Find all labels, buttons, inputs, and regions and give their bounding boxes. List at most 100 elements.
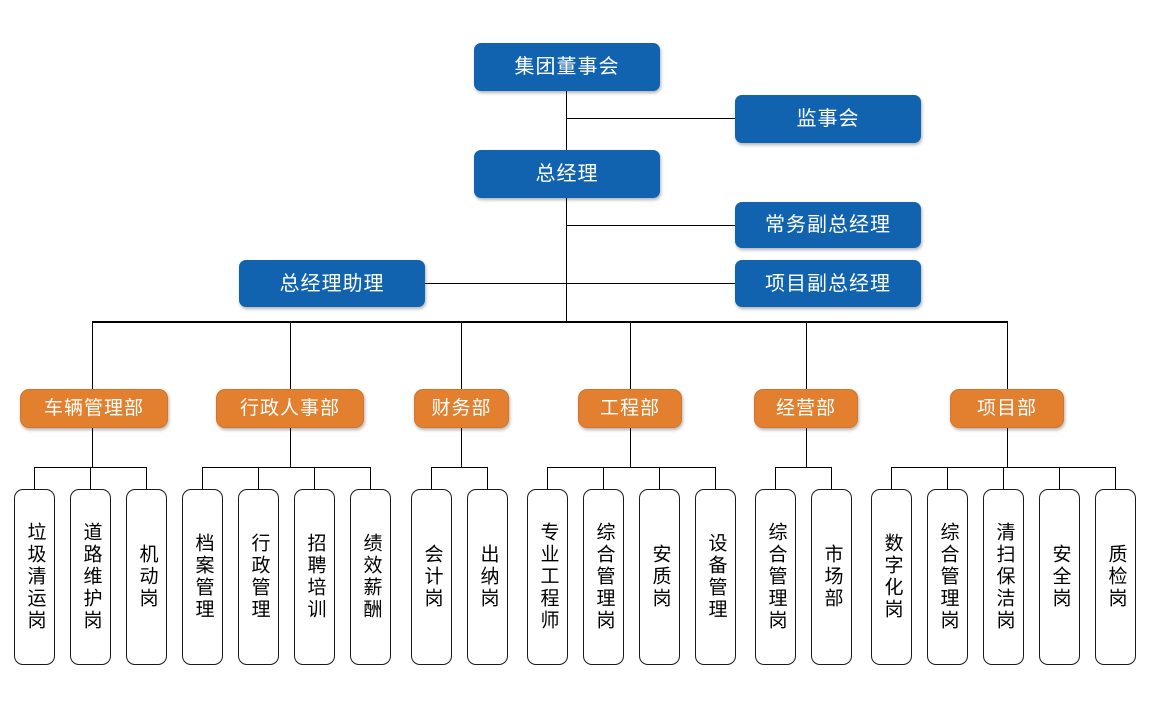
node-department-project[interactable]: 项目部 — [950, 389, 1064, 428]
node-position-safety-quality-post[interactable]: 安质岗 — [639, 489, 680, 665]
node-board[interactable]: 集团董事会 — [474, 43, 660, 91]
node-position-cleaning-sanitation-post[interactable]: 清扫保洁岗 — [983, 489, 1024, 665]
department-label: 工程部 — [599, 398, 660, 419]
subbus-finance — [431, 467, 488, 468]
leafdrop-cashier-post — [487, 467, 488, 489]
connector-to-gm-assistant — [425, 283, 566, 284]
position-label: 质检岗 — [1105, 544, 1127, 610]
node-position-digitalization-post[interactable]: 数字化岗 — [871, 489, 912, 665]
node-position-equipment-management[interactable]: 设备管理 — [695, 489, 736, 665]
leafdrop-marketing-department — [831, 467, 832, 489]
leafdrop-digitalization-post — [891, 467, 892, 489]
connector-to-project-vice-gm — [566, 283, 735, 284]
position-label: 专业工程师 — [537, 522, 559, 632]
drop-finance — [461, 321, 462, 389]
node-position-performance-compensation[interactable]: 绩效薪酬 — [350, 489, 391, 665]
node-position-comprehensive-management-post-proj[interactable]: 综合管理岗 — [927, 489, 968, 665]
node-department-admin-hr[interactable]: 行政人事部 — [216, 389, 364, 428]
drop-project — [1007, 321, 1008, 389]
drop-vehicle-management — [92, 321, 93, 389]
node-project-vice-gm-label: 项目副总经理 — [765, 272, 891, 295]
stem-operations — [806, 428, 807, 467]
position-label: 综合管理岗 — [937, 522, 959, 632]
node-supervisory-board-label: 监事会 — [796, 108, 860, 130]
node-department-vehicle-management[interactable]: 车辆管理部 — [20, 389, 168, 428]
node-position-administrative-management[interactable]: 行政管理 — [238, 489, 279, 665]
node-position-records-management[interactable]: 档案管理 — [182, 489, 223, 665]
position-label: 行政管理 — [248, 533, 270, 621]
department-label: 项目部 — [976, 398, 1037, 419]
position-label: 综合管理岗 — [593, 522, 615, 632]
node-position-accounting-post[interactable]: 会计岗 — [411, 489, 452, 665]
node-supervisory-board[interactable]: 监事会 — [735, 95, 921, 143]
department-label: 行政人事部 — [239, 398, 340, 419]
node-executive-vice-gm[interactable]: 常务副总经理 — [735, 202, 921, 248]
leafdrop-mobile-post — [146, 467, 147, 489]
department-label: 车辆管理部 — [43, 398, 144, 419]
node-executive-vice-gm-label: 常务副总经理 — [765, 214, 891, 236]
leafdrop-professional-engineer — [547, 467, 548, 489]
drop-operations — [806, 321, 807, 389]
node-position-safety-post[interactable]: 安全岗 — [1039, 489, 1080, 665]
leafdrop-safety-quality-post — [659, 467, 660, 489]
stem-engineering — [630, 428, 631, 467]
leafdrop-road-maintenance-post — [90, 467, 91, 489]
leafdrop-administrative-management — [258, 467, 259, 489]
node-general-manager-label: 总经理 — [535, 163, 599, 185]
leafdrop-recruitment-training — [314, 467, 315, 489]
position-label: 绩效薪酬 — [360, 533, 382, 621]
position-label: 安质岗 — [649, 544, 671, 610]
connector-to-supervisory-board — [566, 118, 735, 119]
node-position-comprehensive-management-post-eng[interactable]: 综合管理岗 — [583, 489, 624, 665]
node-department-operations[interactable]: 经营部 — [754, 389, 858, 428]
position-label: 设备管理 — [705, 533, 727, 621]
node-position-cashier-post[interactable]: 出纳岗 — [467, 489, 508, 665]
position-label: 综合管理岗 — [765, 522, 787, 632]
drop-engineering — [630, 321, 631, 389]
subbus-engineering — [547, 467, 716, 468]
connector-gm-down — [566, 198, 567, 322]
node-position-marketing-department[interactable]: 市场部 — [811, 489, 852, 665]
leafdrop-garbage-transport-post — [34, 467, 35, 489]
node-position-quality-inspection-post[interactable]: 质检岗 — [1095, 489, 1136, 665]
leafdrop-comprehensive-management-post-ops — [775, 467, 776, 489]
position-label: 会计岗 — [421, 544, 443, 610]
position-label: 数字化岗 — [881, 533, 903, 621]
department-label: 经营部 — [775, 398, 836, 419]
node-position-recruitment-training[interactable]: 招聘培训 — [294, 489, 335, 665]
node-board-label: 集团董事会 — [514, 56, 620, 78]
leafdrop-equipment-management — [715, 467, 716, 489]
node-general-manager[interactable]: 总经理 — [474, 150, 660, 198]
position-label: 安全岗 — [1049, 544, 1071, 610]
subbus-admin-hr — [202, 467, 371, 468]
node-position-comprehensive-management-post-ops[interactable]: 综合管理岗 — [755, 489, 796, 665]
node-gm-assistant[interactable]: 总经理助理 — [239, 260, 425, 307]
node-position-garbage-transport-post[interactable]: 垃圾清运岗 — [14, 489, 55, 665]
stem-vehicle-management — [92, 428, 93, 467]
leafdrop-quality-inspection-post — [1115, 467, 1116, 489]
node-project-vice-gm[interactable]: 项目副总经理 — [735, 260, 921, 307]
leafdrop-accounting-post — [431, 467, 432, 489]
node-position-mobile-post[interactable]: 机动岗 — [126, 489, 167, 665]
leafdrop-records-management — [202, 467, 203, 489]
department-bus — [92, 321, 1008, 323]
node-position-road-maintenance-post[interactable]: 道路维护岗 — [70, 489, 111, 665]
connector-board-to-gm — [566, 91, 567, 151]
position-label: 档案管理 — [192, 533, 214, 621]
node-position-professional-engineer[interactable]: 专业工程师 — [527, 489, 568, 665]
department-label: 财务部 — [431, 398, 492, 419]
node-gm-assistant-label: 总经理助理 — [279, 272, 385, 295]
position-label: 机动岗 — [136, 544, 158, 610]
connector-to-executive-vice-gm — [566, 225, 735, 226]
node-department-engineering[interactable]: 工程部 — [578, 389, 682, 428]
stem-project — [1007, 428, 1008, 467]
node-department-finance[interactable]: 财务部 — [414, 389, 509, 428]
position-label: 道路维护岗 — [80, 522, 102, 632]
position-label: 出纳岗 — [477, 544, 499, 610]
leafdrop-comprehensive-management-post-proj — [947, 467, 948, 489]
leafdrop-comprehensive-management-post-eng — [603, 467, 604, 489]
stem-admin-hr — [290, 428, 291, 467]
position-label: 垃圾清运岗 — [24, 522, 46, 632]
leafdrop-safety-post — [1059, 467, 1060, 489]
